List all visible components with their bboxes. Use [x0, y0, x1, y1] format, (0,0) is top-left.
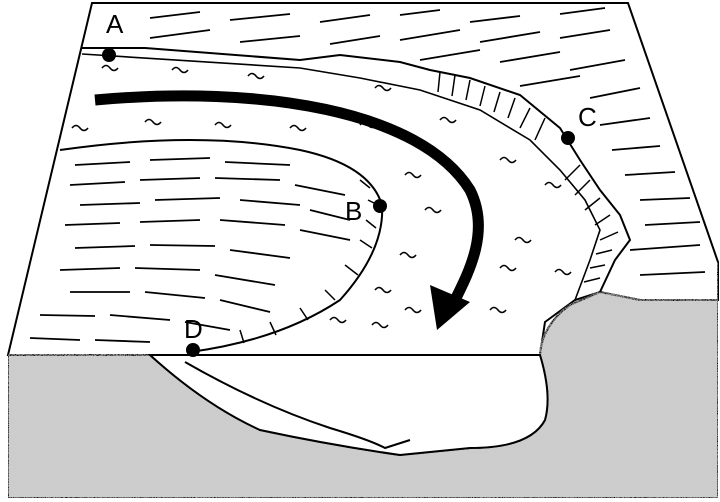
label-B: B	[345, 196, 362, 226]
label-D: D	[184, 314, 203, 344]
label-A: A	[106, 9, 124, 39]
point-D: D	[184, 314, 203, 357]
label-C: C	[578, 102, 597, 132]
